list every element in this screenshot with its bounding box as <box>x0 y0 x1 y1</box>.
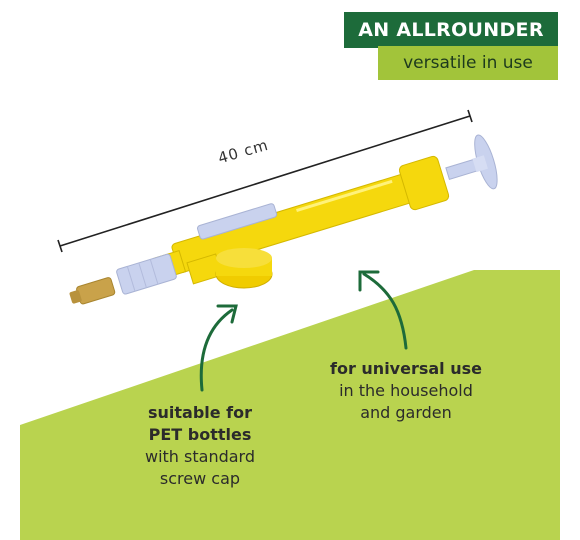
arrow-right-icon <box>358 270 408 350</box>
callout-left-bold-1: suitable for <box>147 403 253 422</box>
callout-right-line-3: and garden <box>360 403 452 422</box>
background-diagonal-band <box>20 270 560 540</box>
callout-left-line-3: with standard <box>145 447 255 466</box>
callout-right-line-2: in the household <box>339 381 473 400</box>
callout-right-bold-1: for universal use <box>330 359 482 378</box>
arrow-left-icon <box>199 304 238 392</box>
callout-universal-use: for universal use in the household and g… <box>316 358 496 424</box>
dimension-line <box>57 109 473 253</box>
headline-badge: AN ALLROUNDER <box>344 12 558 48</box>
pump-sprayer-icon <box>69 134 498 305</box>
subheadline-badge: versatile in use <box>378 46 558 80</box>
callout-pet-bottles: suitable for PET bottles with standard s… <box>114 402 286 490</box>
callout-left-bold-2: PET bottles <box>148 425 252 444</box>
callout-left-line-4: screw cap <box>159 469 241 488</box>
